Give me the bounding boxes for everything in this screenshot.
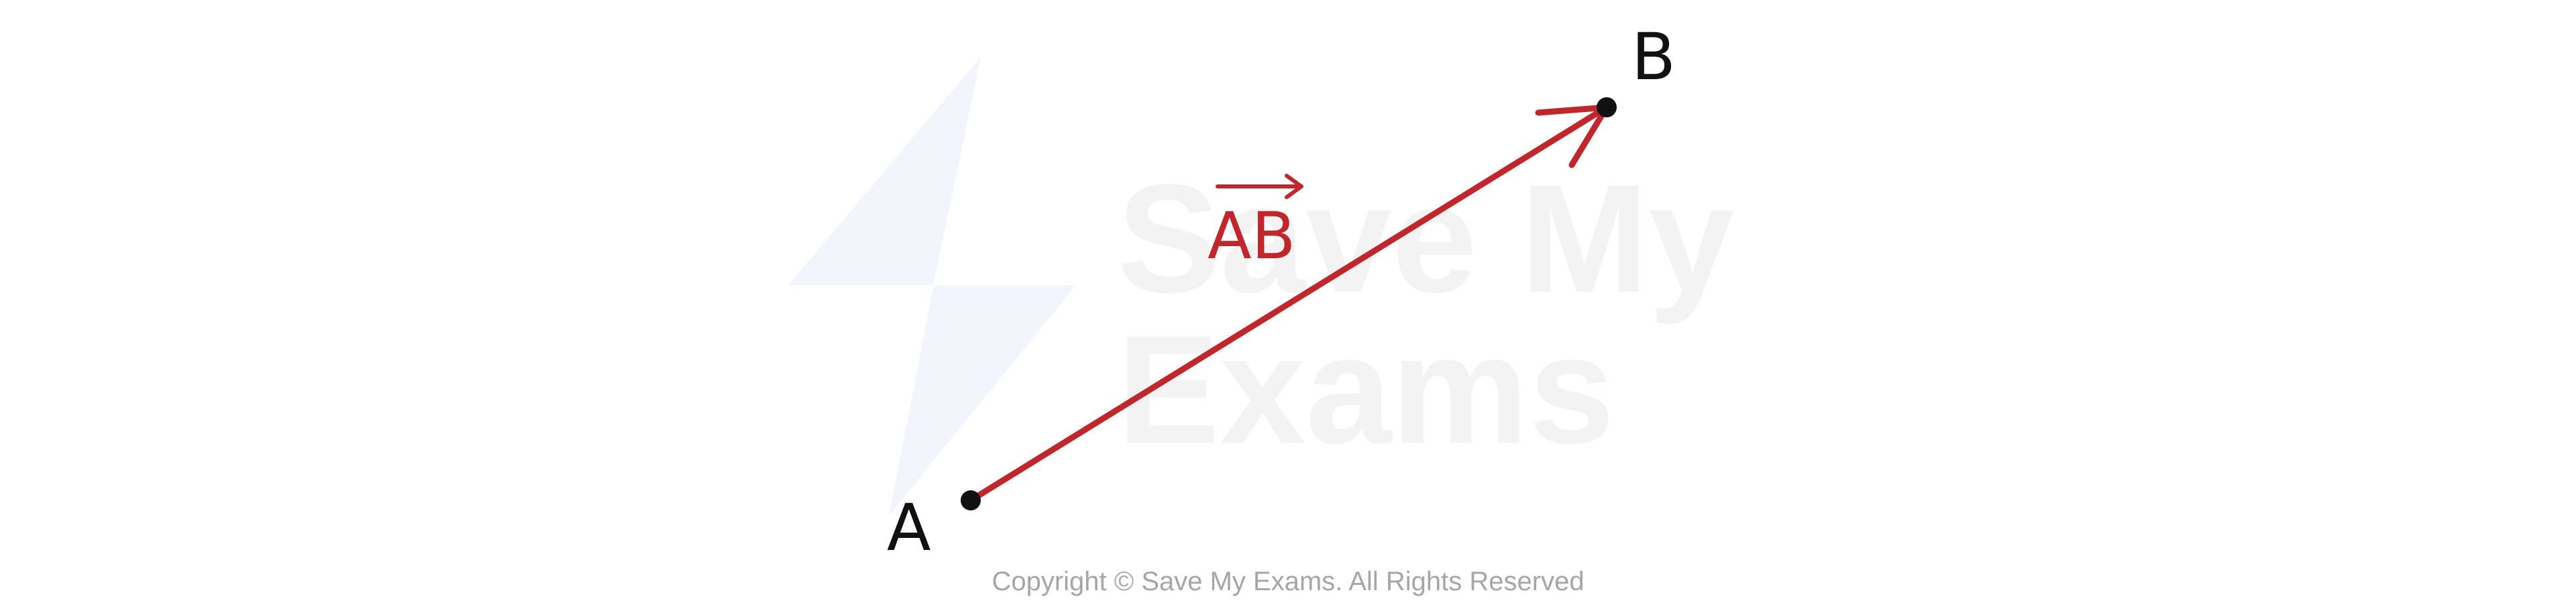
watermark-line-1: Save My — [1117, 152, 1735, 325]
point-a — [961, 490, 981, 510]
copyright-notice: Copyright © Save My Exams. All Rights Re… — [991, 567, 1584, 596]
vector-label-group: AB — [1208, 174, 1303, 274]
point-b-label: B — [1631, 19, 1676, 95]
lightning-bolt-lower-icon — [889, 287, 1075, 515]
vector-label: AB — [1208, 199, 1296, 274]
lightning-bolt-upper-icon — [790, 57, 981, 283]
watermark-line-2: Exams — [1117, 303, 1615, 476]
vector-label-arrowhead-icon — [1285, 174, 1303, 199]
point-b — [1597, 97, 1617, 117]
point-a-label: A — [887, 490, 931, 565]
vector-line — [967, 104, 1610, 504]
watermark-text: Save My Exams — [1117, 152, 1735, 476]
watermark-logo — [788, 57, 1075, 516]
